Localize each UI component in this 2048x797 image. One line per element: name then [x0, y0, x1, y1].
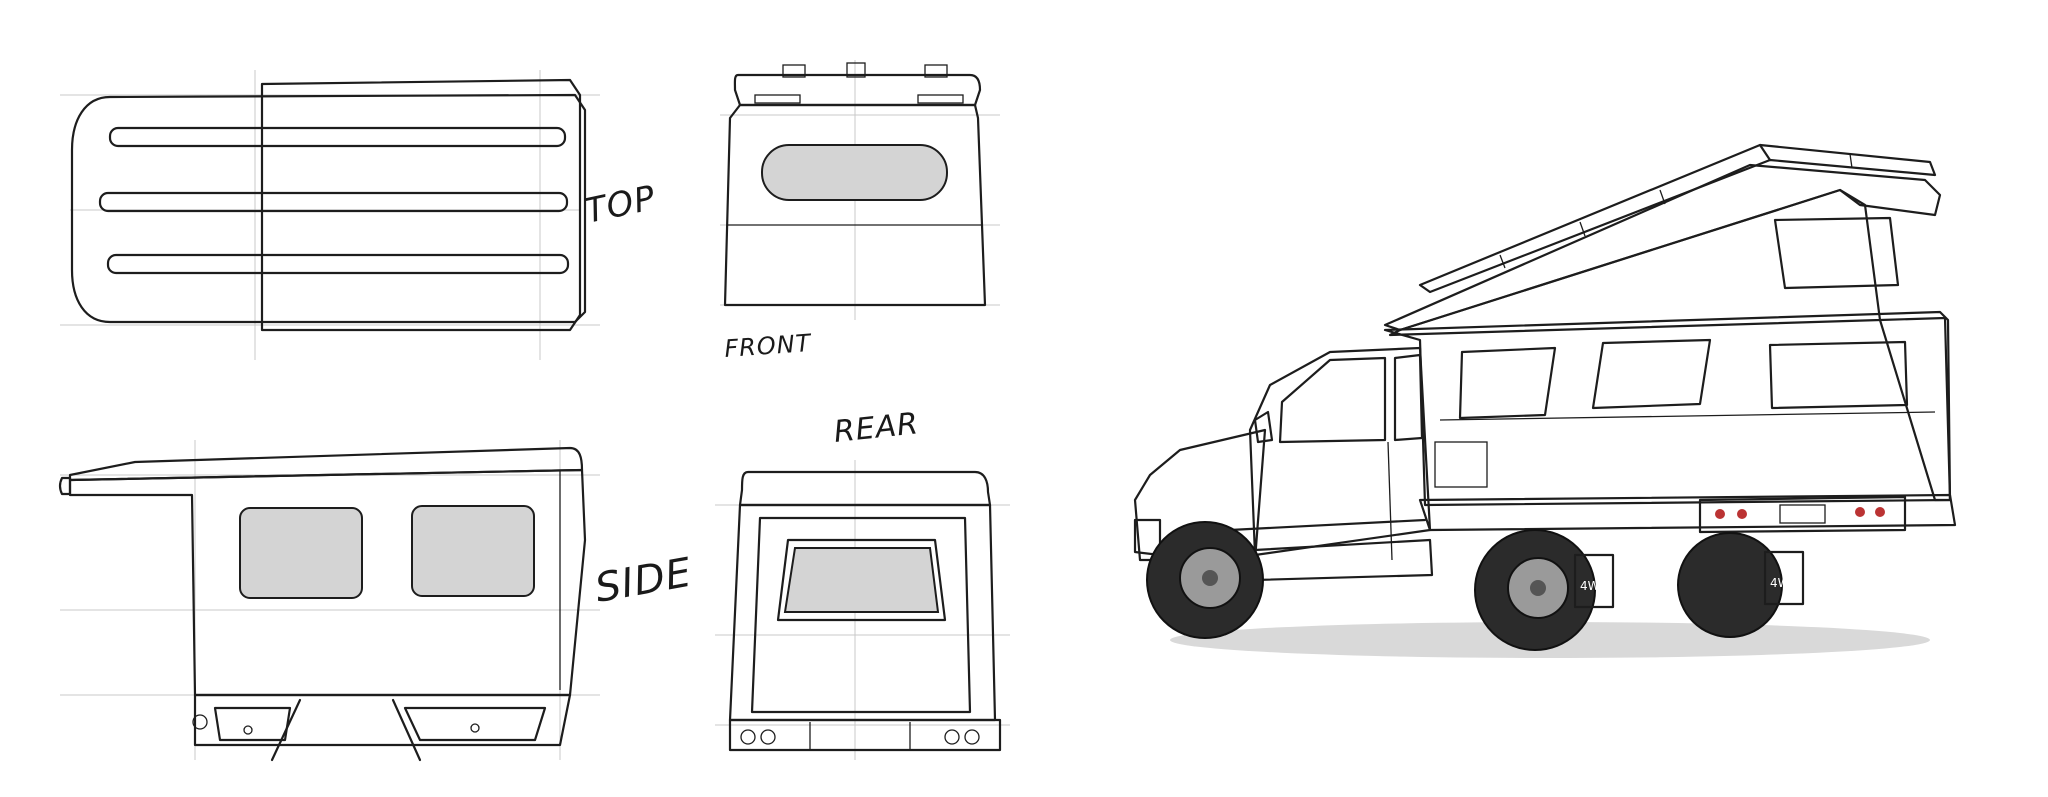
side-window-front [239, 507, 363, 599]
camper-window-2 [1591, 338, 1712, 410]
top-view-drawing [60, 70, 600, 360]
truck-camper-rendering: 4WD 4WD [1133, 143, 1957, 658]
side-window-rear [411, 505, 535, 597]
side-view-label: SIDE [592, 550, 696, 612]
mudflap-left-text: 4WD [1580, 579, 1609, 593]
front-view-label: FRONT [723, 329, 813, 363]
rear-view-label: REAR [832, 406, 920, 450]
rear-view-drawing [715, 460, 1010, 760]
mudflap-right-text: 4WD [1770, 576, 1799, 590]
side-view-drawing [58, 440, 600, 762]
front-view-drawing [720, 60, 1000, 320]
mudflap-right [1763, 550, 1805, 606]
camper-window-1 [1458, 346, 1557, 420]
rear-wheel [1474, 529, 1596, 651]
front-wheel [1146, 521, 1264, 639]
far-rear-wheel [1677, 532, 1783, 638]
front-window [761, 144, 948, 201]
camper-window-3 [1768, 340, 1909, 410]
mudflap-left [1573, 553, 1615, 609]
rear-window [783, 547, 940, 613]
top-view-label: TOP [582, 178, 660, 232]
